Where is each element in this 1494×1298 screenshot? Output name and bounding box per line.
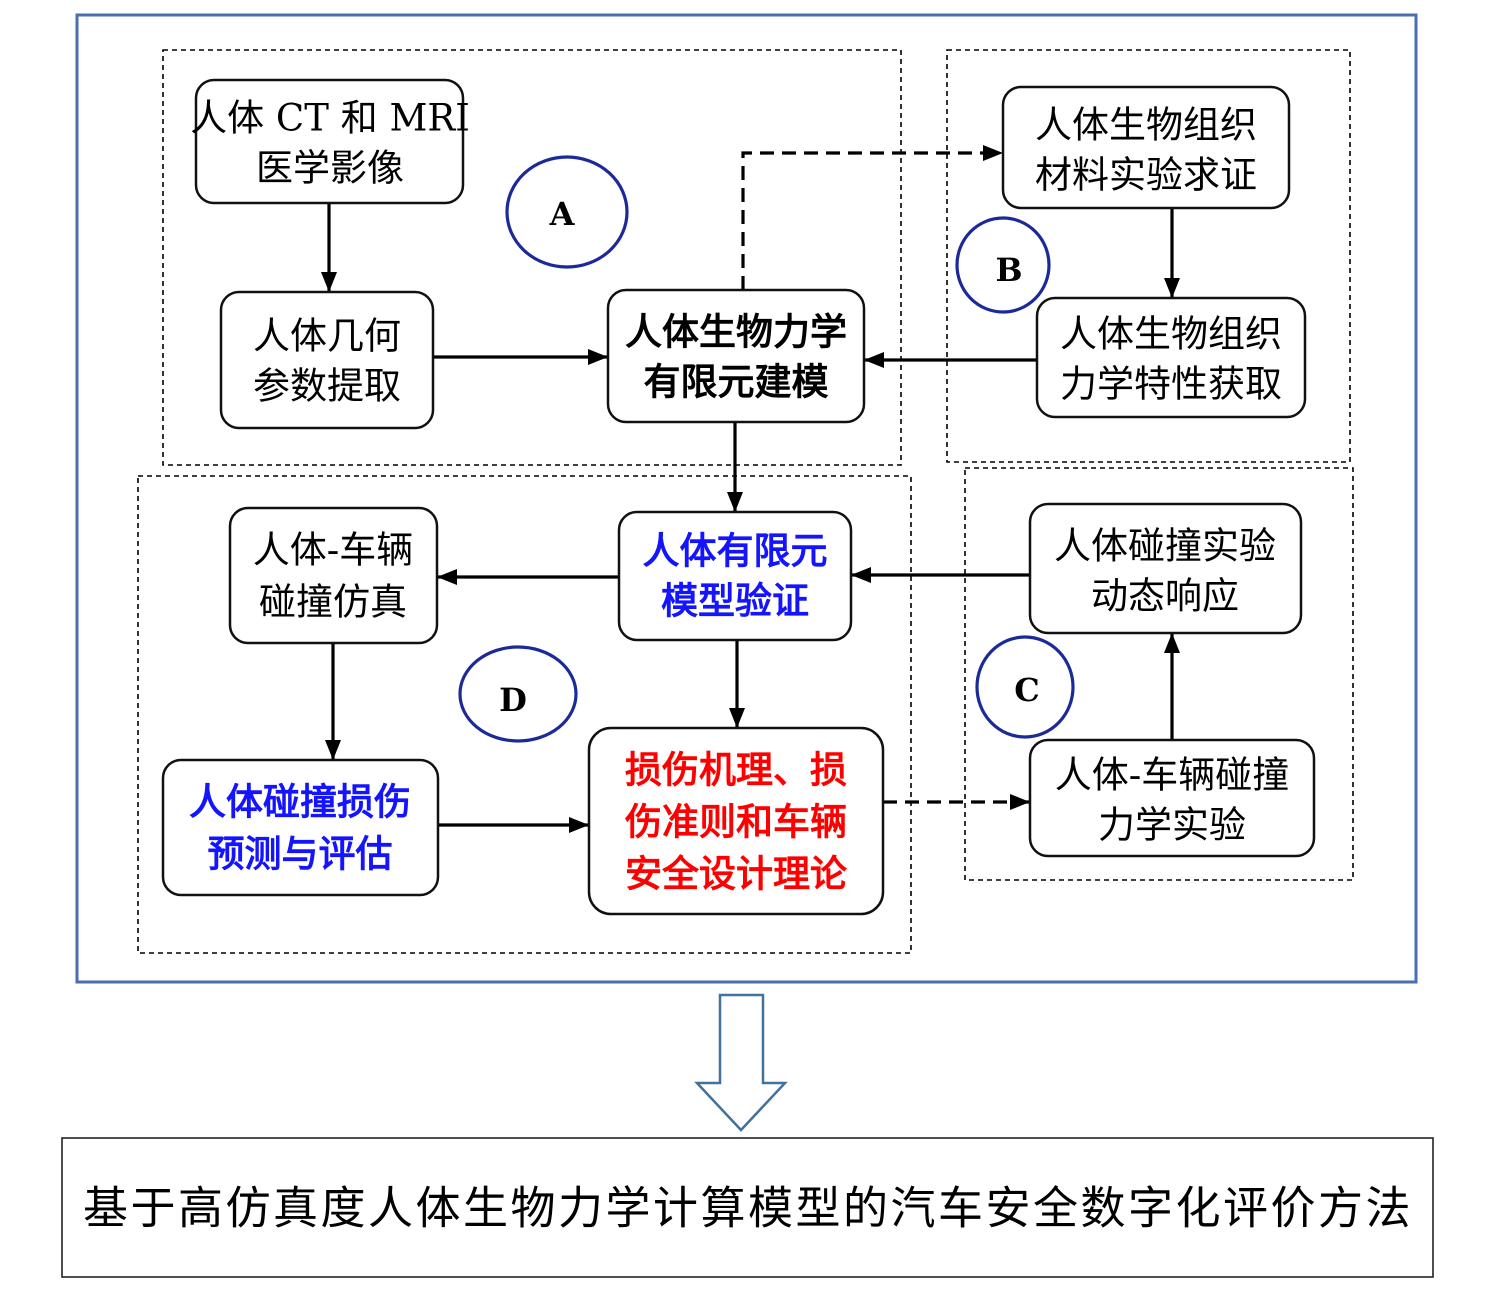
- node-crash-sim-line-1: 人体-车辆: [253, 529, 414, 572]
- marker-b: B: [955, 216, 1051, 314]
- node-injury-theory-line-3: 安全设计理论: [625, 853, 848, 896]
- node-ct-mri-line-1: 人体 CT 和 MRI: [190, 97, 470, 140]
- node-mech-properties-box: [1035, 296, 1307, 419]
- marker-c: C: [975, 635, 1075, 739]
- marker-b-label: B: [995, 251, 1022, 289]
- node-fe-modeling-line-1: 人体生物力学: [625, 311, 847, 354]
- node-injury-prediction-line-1: 人体碰撞损伤: [189, 781, 411, 824]
- node-crash-response-line-1: 人体碰撞实验: [1054, 525, 1276, 568]
- node-geometry-line-1: 人体几何: [253, 315, 401, 358]
- arrow-fe-modeling-to-material-test: [741, 145, 1003, 290]
- node-injury-prediction-line-2: 预测与评估: [208, 833, 393, 876]
- node-crash-sim: 人体-车辆 碰撞仿真: [228, 506, 439, 645]
- marker-c-ring: [975, 635, 1075, 739]
- node-fe-modeling: 人体生物力学 有限元建模: [606, 288, 866, 424]
- node-crash-response-box: [1028, 502, 1303, 635]
- node-geometry-box: [219, 290, 435, 430]
- node-ct-mri-box: [194, 78, 465, 205]
- marker-d-ring: [458, 645, 578, 743]
- node-injury-prediction: 人体碰撞损伤 预测与评估: [161, 758, 440, 897]
- group-c-box: [964, 467, 1354, 881]
- node-crash-response-line-2: 动态响应: [1091, 575, 1239, 618]
- node-model-validation: 人体有限元 模型验证: [617, 510, 853, 642]
- marker-a-ring: [505, 155, 629, 269]
- node-crash-mech-test: 人体-车辆碰撞 力学实验: [1028, 738, 1316, 858]
- outer-frame: [75, 13, 1418, 984]
- node-model-validation-box: [617, 510, 853, 642]
- conclusion-box-frame: [61, 1137, 1434, 1278]
- node-model-validation-line-2: 模型验证: [661, 580, 809, 623]
- node-fe-modeling-box: [606, 288, 866, 424]
- hollow-down-arrow-icon: [694, 993, 788, 1132]
- conclusion-text: 基于高仿真度人体生物力学计算模型的汽车安全数字化评价方法: [83, 1182, 1413, 1235]
- node-injury-theory-line-1: 损伤机理、损: [625, 749, 847, 792]
- marker-a: A: [505, 155, 629, 269]
- node-geometry: 人体几何 参数提取: [219, 290, 435, 430]
- node-injury-theory-line-2: 伤准则和车辆: [624, 801, 847, 844]
- node-mech-properties: 人体生物组织 力学特性获取: [1035, 296, 1307, 419]
- node-crash-sim-box: [228, 506, 439, 645]
- node-material-test-line-1: 人体生物组织: [1035, 104, 1257, 147]
- node-geometry-line-2: 参数提取: [253, 365, 401, 408]
- marker-b-ring: [955, 216, 1051, 314]
- node-mech-properties-line-1: 人体生物组织: [1060, 313, 1282, 356]
- marker-d: D: [458, 645, 578, 743]
- node-material-test: 人体生物组织 材料实验求证: [1001, 85, 1291, 210]
- marker-d-label: D: [499, 681, 527, 719]
- node-injury-theory: 损伤机理、损 伤准则和车辆 安全设计理论: [587, 726, 885, 916]
- node-crash-mech-test-line-1: 人体-车辆碰撞: [1055, 754, 1290, 797]
- node-crash-response: 人体碰撞实验 动态响应: [1028, 502, 1303, 635]
- node-material-test-line-2: 材料实验求证: [1035, 154, 1257, 197]
- node-crash-mech-test-line-2: 力学实验: [1098, 804, 1246, 847]
- node-fe-modeling-line-2: 有限元建模: [644, 361, 829, 404]
- node-injury-theory-box: [587, 726, 885, 916]
- node-mech-properties-line-2: 力学特性获取: [1060, 363, 1282, 406]
- node-material-test-box: [1001, 85, 1291, 210]
- node-crash-mech-test-box: [1028, 738, 1316, 858]
- node-model-validation-line-1: 人体有限元: [643, 530, 828, 573]
- group-b-box: [946, 49, 1351, 463]
- node-ct-mri: 人体 CT 和 MRI 医学影像: [190, 78, 470, 205]
- marker-a-label: A: [549, 195, 576, 233]
- group-a-box: [162, 49, 902, 466]
- node-injury-prediction-box: [161, 758, 440, 897]
- conclusion-box: 基于高仿真度人体生物力学计算模型的汽车安全数字化评价方法: [61, 1137, 1434, 1278]
- node-ct-mri-line-2: 医学影像: [256, 147, 404, 190]
- node-crash-sim-line-2: 碰撞仿真: [259, 581, 407, 624]
- group-d-box: [137, 475, 912, 954]
- marker-c-label: C: [1014, 671, 1039, 709]
